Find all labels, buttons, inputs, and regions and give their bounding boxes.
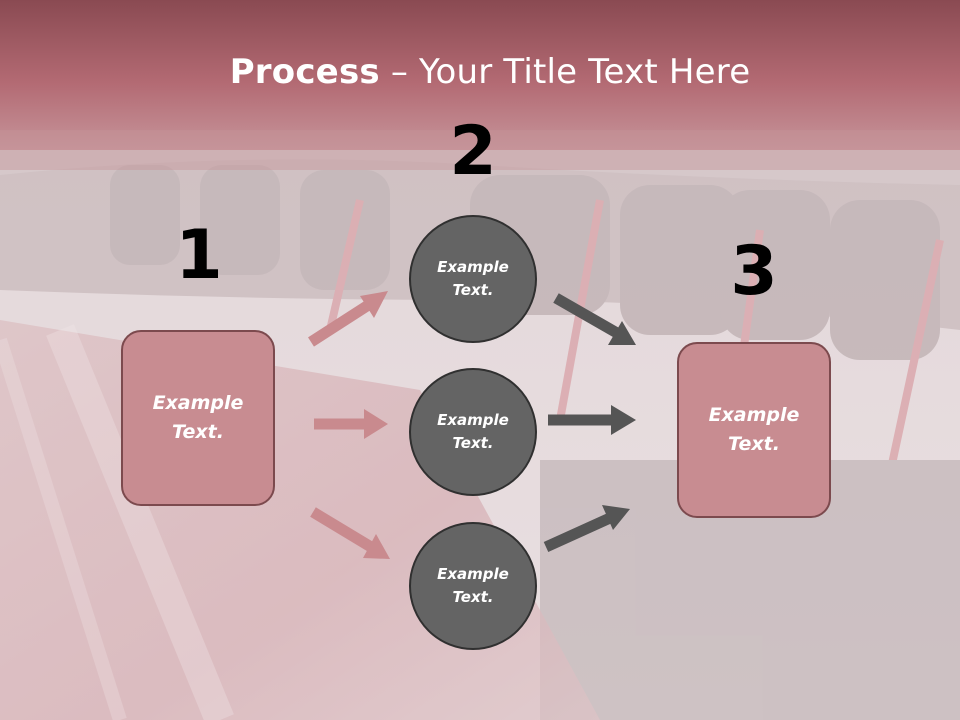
step-3-box: Example Text. (677, 342, 831, 518)
slide-title: Process – Your Title Text Here (0, 52, 960, 92)
step-number-1: 1 (175, 216, 223, 295)
step-3-line1: Example (708, 404, 800, 426)
title-bold: Process (229, 52, 380, 92)
circle-top-line1: Example (437, 258, 509, 276)
circle-top-line2: Text. (452, 281, 494, 299)
circle-top: Example Text. (409, 215, 537, 343)
step-1-line2: Text. (172, 421, 224, 443)
circle-bottom-line2: Text. (452, 588, 494, 606)
circle-middle-line1: Example (437, 411, 509, 429)
step-3-line2: Text. (728, 433, 780, 455)
circle-bottom-line1: Example (437, 565, 509, 583)
step-number-3: 3 (730, 232, 778, 311)
step-number-2: 2 (449, 112, 497, 191)
title-rest: – Your Title Text Here (379, 52, 751, 92)
circle-bottom: Example Text. (409, 522, 537, 650)
step-1-line1: Example (152, 392, 244, 414)
circle-middle-line2: Text. (452, 434, 494, 452)
circle-middle: Example Text. (409, 368, 537, 496)
step-1-box: Example Text. (121, 330, 275, 506)
